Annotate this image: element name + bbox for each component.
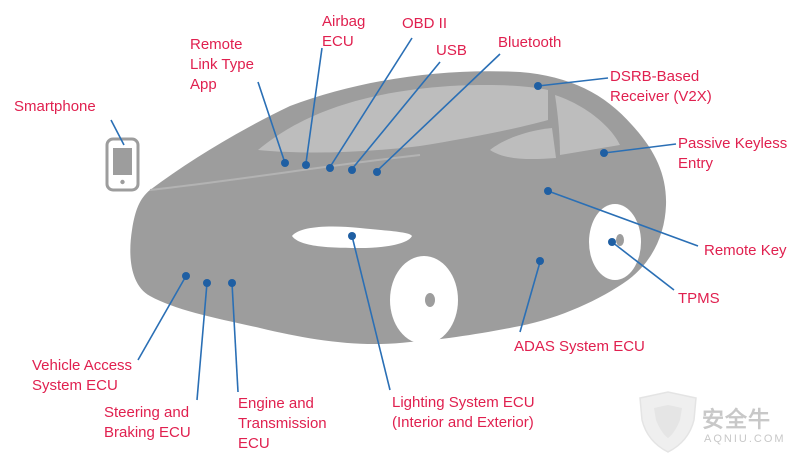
- label-smartphone: Smartphone: [14, 98, 96, 115]
- watermark-text-en: AQNIU.COM: [704, 433, 786, 445]
- label-engine-transmission-ecu: Engine and Transmission ECU: [238, 395, 327, 452]
- callout-line-bluetooth: [376, 53, 501, 172]
- callout-line-tpms: [611, 241, 675, 291]
- label-dsrb-receiver: DSRB-Based Receiver (V2X): [610, 68, 712, 105]
- label-bluetooth: Bluetooth: [498, 34, 562, 51]
- dot-engine: [228, 279, 236, 287]
- label-lighting-system-ecu: Lighting System ECU (Interior and Exteri…: [392, 394, 535, 431]
- dot-lighting: [348, 232, 356, 240]
- callout-line-obd: [329, 37, 413, 168]
- callout-line-keyless: [603, 143, 677, 154]
- dot-keyless: [600, 149, 608, 157]
- label-obd-ii: OBD II: [402, 15, 448, 32]
- callout-dots: [182, 82, 616, 287]
- watermark-logo-icon: [639, 391, 697, 453]
- dot-tpms: [608, 238, 616, 246]
- callout-line-smartphone: [110, 119, 125, 146]
- label-steering-braking-ecu: Steering and Braking ECU: [104, 404, 191, 441]
- dot-adas: [536, 257, 544, 265]
- callout-line-lighting: [351, 235, 391, 391]
- dot-bluetooth: [373, 168, 381, 176]
- dot-steering: [203, 279, 211, 287]
- dot-dsrb: [534, 82, 542, 90]
- label-tpms: TPMS: [678, 290, 720, 307]
- callout-line-vehicle-access: [137, 275, 187, 361]
- smartphone-icon: [105, 137, 140, 192]
- callout-line-dsrb: [537, 77, 609, 87]
- callout-lines: [110, 37, 699, 401]
- car-silhouette: [130, 71, 667, 345]
- label-remote-key: Remote Key: [704, 242, 787, 259]
- callout-line-adas: [519, 261, 541, 333]
- watermark-text-cn: 安全牛: [702, 407, 772, 432]
- label-adas-system-ecu: ADAS System ECU: [514, 338, 645, 355]
- dot-usb: [348, 166, 356, 174]
- dot-remote-link: [281, 159, 289, 167]
- dot-obd: [326, 164, 334, 172]
- callout-line-engine: [231, 282, 239, 393]
- label-airbag-ecu: Airbag ECU: [322, 13, 366, 50]
- label-remote-link-type-app: Remote Link Type App: [190, 36, 254, 93]
- callout-line-usb: [351, 61, 441, 170]
- dot-vehicle-access: [182, 272, 190, 280]
- label-usb: USB: [436, 42, 467, 59]
- callout-line-remote-key: [547, 190, 699, 247]
- dot-airbag: [302, 161, 310, 169]
- label-passive-keyless-entry: Passive Keyless Entry: [678, 135, 788, 172]
- callout-line-remote-link: [257, 81, 286, 164]
- label-vehicle-access-system-ecu: Vehicle Access System ECU: [32, 357, 133, 394]
- callout-line-airbag: [305, 47, 323, 164]
- callout-line-steering: [196, 282, 208, 401]
- dot-remote-key: [544, 187, 552, 195]
